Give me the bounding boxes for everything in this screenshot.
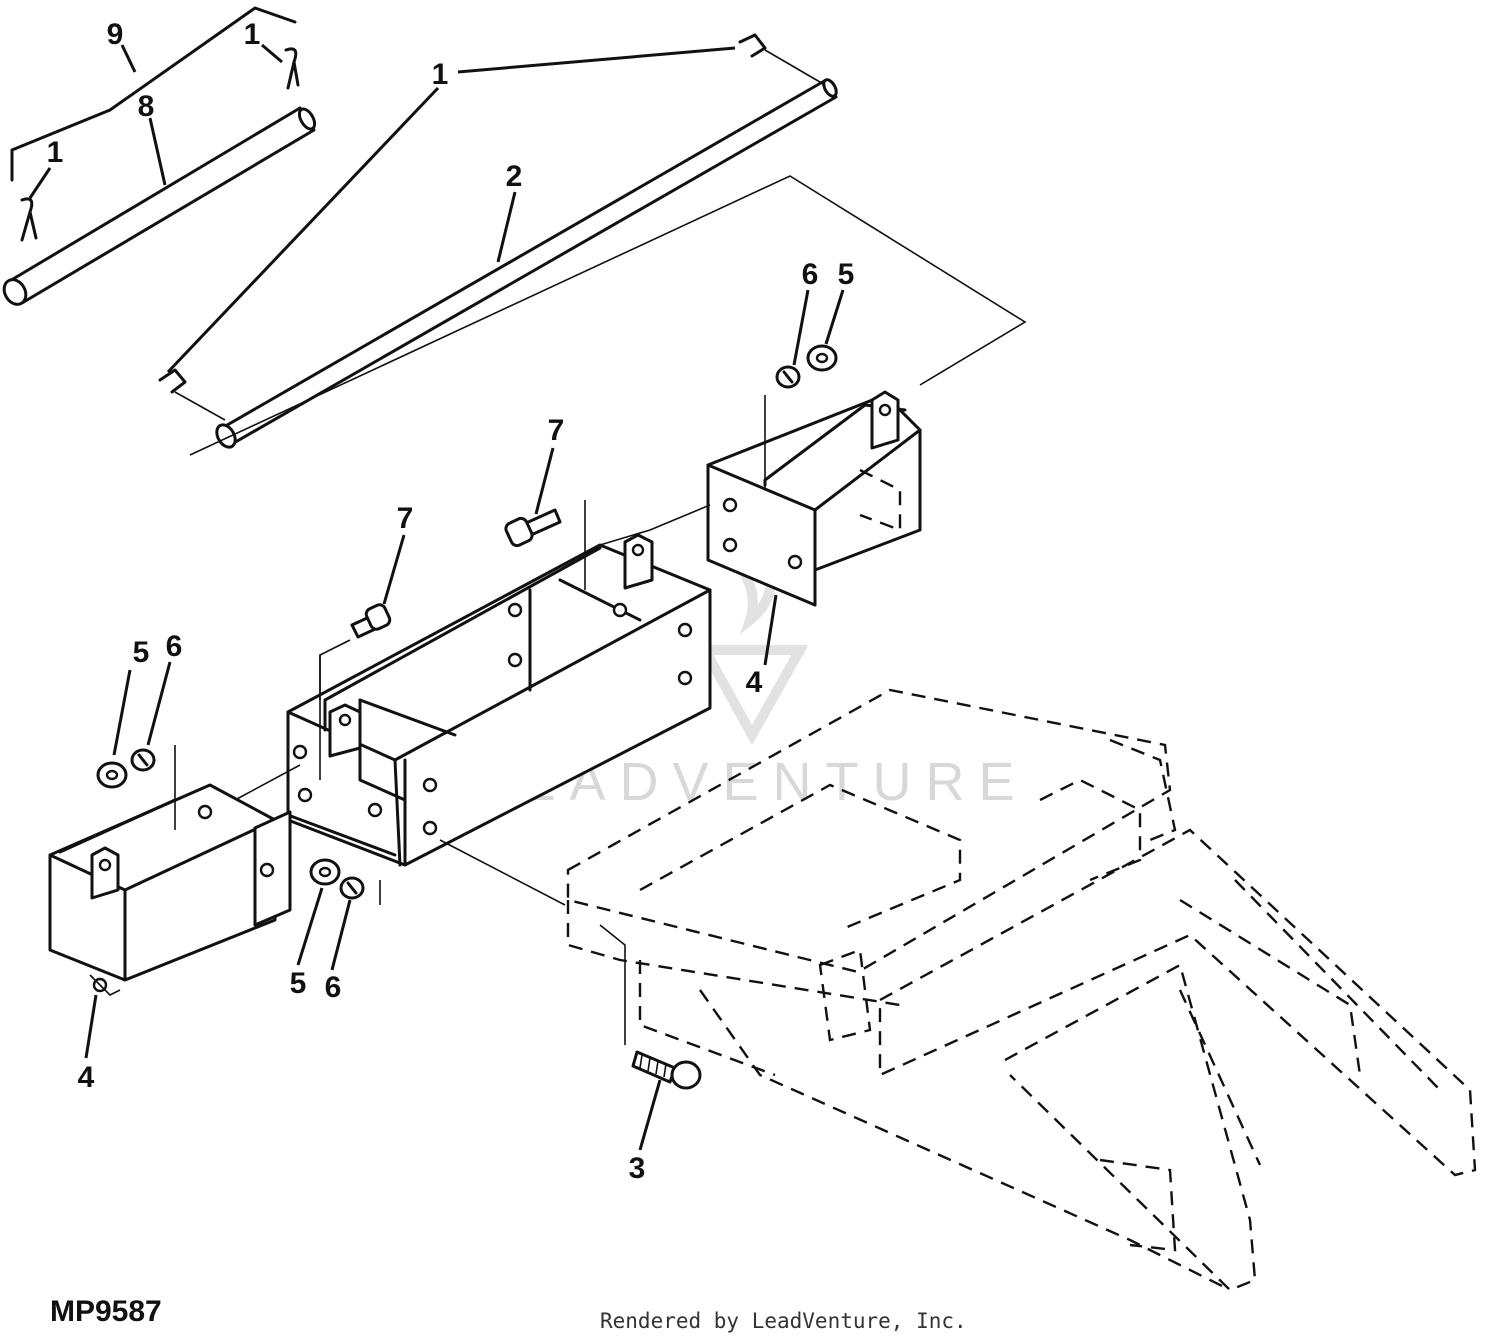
callout-1-top-right: 1: [244, 18, 261, 51]
callout-1-center: 1: [432, 58, 449, 91]
lock-nut-5-left: [96, 761, 128, 789]
fasteners: [96, 344, 838, 1090]
callout-1-left: 1: [47, 136, 64, 169]
callout-6-lower: 6: [325, 971, 342, 1004]
lock-washer-6-left: [130, 748, 156, 772]
callout-6-left: 6: [166, 630, 183, 663]
callout-5-upper: 5: [838, 258, 855, 291]
callout-9: 9: [107, 18, 124, 51]
lock-washer-6-upper: [775, 365, 801, 389]
short-pin-assembly: [2, 6, 317, 306]
callout-2: 2: [506, 160, 523, 193]
spring-clip-right: [738, 33, 767, 58]
callout-6-upper: 6: [802, 258, 819, 291]
long-pin-2: [220, 78, 838, 446]
flange-bolt-3: [631, 1050, 702, 1090]
drawbar-housing: [234, 504, 712, 906]
callout-4-left: 4: [78, 1061, 95, 1094]
callout-8: 8: [138, 90, 155, 123]
long-pin-assembly: [158, 33, 1027, 456]
callout-5-left: 5: [133, 636, 150, 669]
left-mounting-bracket: [48, 783, 292, 996]
cap-screw-7-lower: [350, 603, 392, 639]
callout-7-lower: 7: [397, 502, 414, 535]
credit-line: Rendered by LeadVenture, Inc.: [600, 1309, 967, 1333]
group-bracket-9: [10, 6, 297, 182]
callout-4-right: 4: [746, 666, 763, 699]
callout-5-lower: 5: [290, 967, 307, 1000]
hairpin-clip-left: [20, 197, 38, 242]
callout-7-upper: 7: [548, 414, 565, 447]
tractor-frame-outline: [566, 688, 1477, 1292]
callout-leaders: [28, 43, 845, 1151]
spring-clip-left: [158, 368, 187, 394]
lock-nut-5-upper: [806, 344, 838, 372]
lock-washer-6-lower: [339, 876, 365, 900]
right-mounting-bracket: [706, 390, 922, 607]
hairpin-clip-right: [284, 47, 300, 90]
lock-nut-5-lower: [309, 858, 341, 886]
callout-3: 3: [629, 1152, 646, 1185]
callout-labels: 9 1 8 1 1 2 6 5 7 7 4 5 6 4 5 6 3: [47, 18, 855, 1185]
figure-id: MP9587: [50, 1295, 162, 1328]
cap-screw-7-upper: [504, 508, 562, 548]
